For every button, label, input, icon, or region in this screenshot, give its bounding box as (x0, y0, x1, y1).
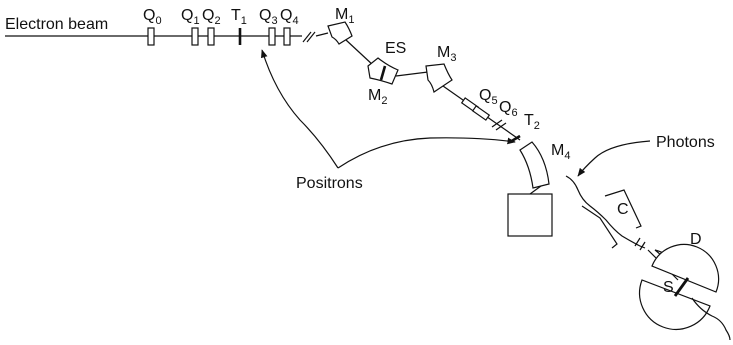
label-m2: M2 (368, 87, 387, 107)
beam-dump (507, 193, 553, 237)
label-m1: M1 (335, 6, 354, 26)
label-t2: T2 (524, 112, 540, 132)
quadrupole-q3 (268, 27, 276, 46)
label-photons: Photons (656, 134, 715, 151)
detector-d-lower (639, 279, 711, 330)
label-d: D (690, 231, 702, 248)
label-es: ES (385, 40, 406, 57)
separator-target (379, 65, 387, 81)
photons-pointer (577, 140, 651, 177)
label-m4: M4 (551, 142, 570, 162)
sample-s (673, 277, 690, 297)
beam-segment (315, 32, 329, 37)
label-q2: Q2 (202, 7, 221, 27)
label-t1: T1 (231, 7, 247, 27)
collimator-plate-lower (581, 205, 618, 249)
electron-beam-label: Electron beam (5, 16, 108, 33)
quadrupole-q1 (191, 27, 199, 46)
label-c: C (617, 201, 629, 218)
label-m3: M3 (437, 44, 456, 64)
quadrupole-q2 (207, 27, 215, 46)
positrons-pointer (337, 137, 516, 169)
quadrupole-q6 (471, 105, 491, 121)
detector-d (651, 243, 720, 293)
dump-connector (529, 185, 542, 195)
break-mark (302, 31, 312, 43)
photon-path (565, 175, 646, 249)
break-mark (495, 122, 507, 131)
positrons-pointer (261, 49, 339, 169)
label-q4: Q4 (280, 7, 299, 27)
bending-magnet-m4 (519, 141, 550, 189)
collimator-plate-upper (604, 189, 642, 229)
break-mark (634, 237, 641, 247)
label-q5: Q5 (479, 87, 498, 107)
beam-segment (345, 39, 375, 67)
outgoing-photon-path (691, 297, 731, 341)
break-mark (491, 119, 503, 128)
quadrupole-q4 (283, 27, 291, 46)
label-q3: Q3 (259, 7, 278, 27)
beam-segment (395, 71, 429, 77)
break-mark (639, 241, 646, 251)
break-mark (306, 31, 316, 43)
bending-magnet-m1 (327, 21, 353, 45)
quadrupole-q0 (147, 27, 155, 46)
label-s: S (663, 279, 674, 296)
label-q0: Q0 (143, 7, 162, 27)
label-q6: Q6 (499, 99, 518, 119)
label-positrons: Positrons (296, 175, 363, 192)
label-q1: Q1 (181, 7, 200, 27)
bending-magnet-m3 (425, 63, 453, 93)
